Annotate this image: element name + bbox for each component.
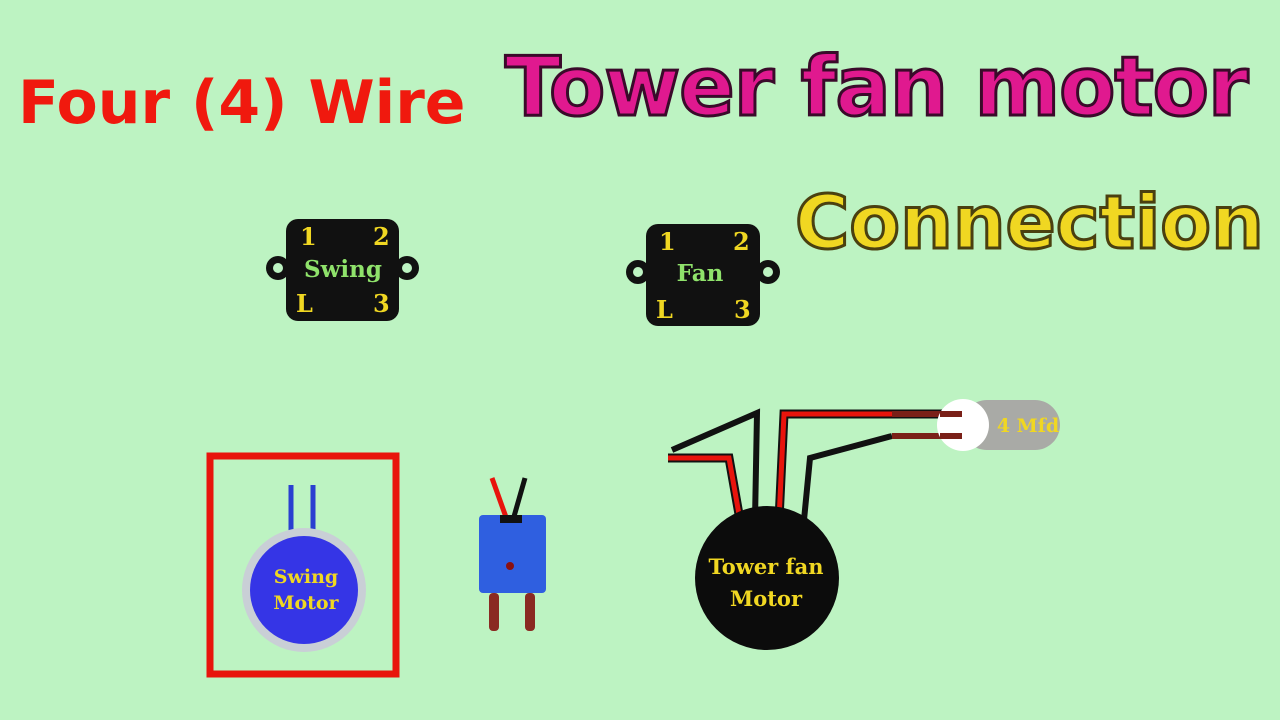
fan-switch-body <box>646 224 760 326</box>
main-title: Tower fan motor <box>503 39 1249 137</box>
fuse-pin-left <box>489 593 499 631</box>
swing-switch-label: Swing <box>304 256 382 283</box>
fuse-red-lead <box>489 477 510 521</box>
fan-switch-label: Fan <box>677 260 724 287</box>
capacitor: 4 Mfd <box>937 399 1060 451</box>
fan-motor-red-wire-1 <box>668 455 743 521</box>
fan-switch-terminal-2: 2 <box>733 227 750 256</box>
fan-switch-terminal-3: 3 <box>734 295 751 324</box>
connection-subtitle: Connection <box>794 179 1266 268</box>
tower-fan-motor-body <box>695 506 839 650</box>
fan-motor-black-wire-2 <box>801 433 893 521</box>
fan-motor-black-wire-1 <box>670 408 761 521</box>
fuse-body <box>479 515 546 593</box>
swing-switch-body <box>286 219 399 321</box>
fan-switch-terminal-l: L <box>656 295 673 324</box>
tower-fan-motor: Tower fan Motor <box>695 506 839 650</box>
swing-motor-label-2: Motor <box>273 592 339 614</box>
capacitor-body <box>962 400 1060 450</box>
swing-switch: 1 2 Swing L 3 <box>266 219 419 321</box>
swing-switch-terminal-3: 3 <box>373 289 390 318</box>
swing-switch-terminal-1: 1 <box>300 222 317 251</box>
fan-switch: 1 2 Fan L 3 <box>626 224 780 326</box>
fan-motor-red-wire-2 <box>776 411 892 521</box>
tower-fan-motor-label-2: Motor <box>730 586 803 611</box>
four-wire-title: Four (4) Wire <box>18 68 466 138</box>
capacitor-label: 4 Mfd <box>997 415 1059 437</box>
fan-switch-terminal-1: 1 <box>659 227 676 256</box>
swing-motor-group: Swing Motor <box>206 452 400 678</box>
fan-motor-wires <box>668 408 952 521</box>
fuse-black-lead <box>510 477 528 521</box>
capacitor-cap <box>937 399 989 451</box>
tower-fan-motor-label-1: Tower fan <box>709 554 824 579</box>
swing-motor-frame <box>206 452 400 678</box>
fuse-pin-right <box>525 593 535 631</box>
swing-motor-body <box>250 536 358 644</box>
swing-switch-terminal-2: 2 <box>373 222 390 251</box>
swing-motor-label-1: Swing <box>274 566 338 588</box>
thermal-fuse <box>479 477 546 631</box>
swing-switch-terminal-l: L <box>296 289 313 318</box>
